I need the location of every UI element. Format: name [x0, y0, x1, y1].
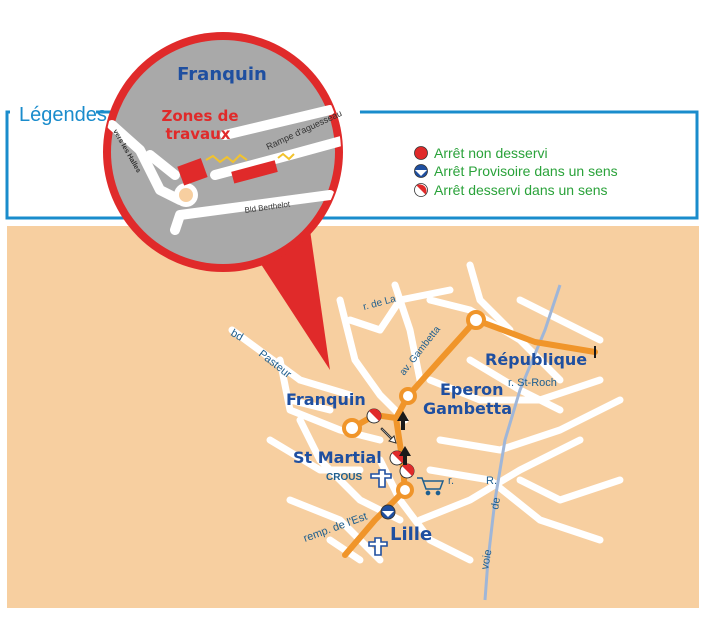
work-zone-label: Zones de: [161, 107, 238, 125]
station-label-st-martial: St Martial: [293, 448, 382, 467]
legend-title: Légendes: [19, 104, 107, 126]
legend-item-label: Arrêt non desservi: [434, 145, 548, 161]
map-background: [7, 226, 699, 608]
station-label-eperon: Eperon: [440, 380, 504, 399]
callout-pointer: [255, 230, 330, 370]
works-indicator: [277, 152, 295, 161]
franquin-stop-status-icon: [366, 408, 382, 424]
river: [483, 284, 562, 601]
station-eperon-marker: [399, 387, 417, 405]
street-label: r. St-Roch: [508, 377, 557, 389]
inset-background: [111, 40, 335, 264]
works-indicator: [205, 153, 248, 164]
legend-item-label: Arrêt Provisoire dans un sens: [434, 163, 618, 179]
station-label-republique: République: [485, 350, 587, 369]
lille-provisional-stop-icon: [380, 504, 396, 520]
street-network: [228, 261, 624, 564]
station-label-lille: Lille: [390, 524, 432, 545]
shopping-cart-icon: [417, 477, 445, 496]
street-label: bd: [229, 327, 246, 344]
legend-item-label: Arrêt desservi dans un sens: [434, 182, 608, 198]
station-label-franquin: Franquin: [286, 390, 366, 409]
blue-half-circle-icon: [414, 164, 428, 178]
inset-title: Franquin: [177, 64, 267, 85]
work-zone: [231, 160, 278, 184]
legend-frame: [5, 110, 699, 220]
up-arrow-icon: [397, 411, 411, 465]
station-franquin-marker: [342, 418, 362, 438]
church-cross-icon: [368, 537, 388, 556]
red-circle-icon: [414, 146, 428, 160]
red-white-half-circle-icon: [414, 183, 428, 197]
church-cross-icon: [370, 469, 392, 488]
street-label: de: [489, 496, 503, 510]
street-label: voie: [479, 549, 494, 571]
work-zone: [177, 158, 208, 186]
station-lille-marker: [396, 481, 414, 499]
stop-status-icon: [399, 463, 415, 479]
work-zone-label: travaux: [166, 125, 231, 143]
crous-label: CROUS: [326, 472, 362, 483]
street-label: R.: [486, 475, 497, 487]
diversion-arrow-icon: [380, 427, 397, 444]
street-label: r.: [448, 475, 454, 487]
inset-streets: [107, 105, 341, 235]
station-label-gambetta: Gambetta: [423, 399, 512, 418]
station-republique-marker: [466, 310, 486, 330]
